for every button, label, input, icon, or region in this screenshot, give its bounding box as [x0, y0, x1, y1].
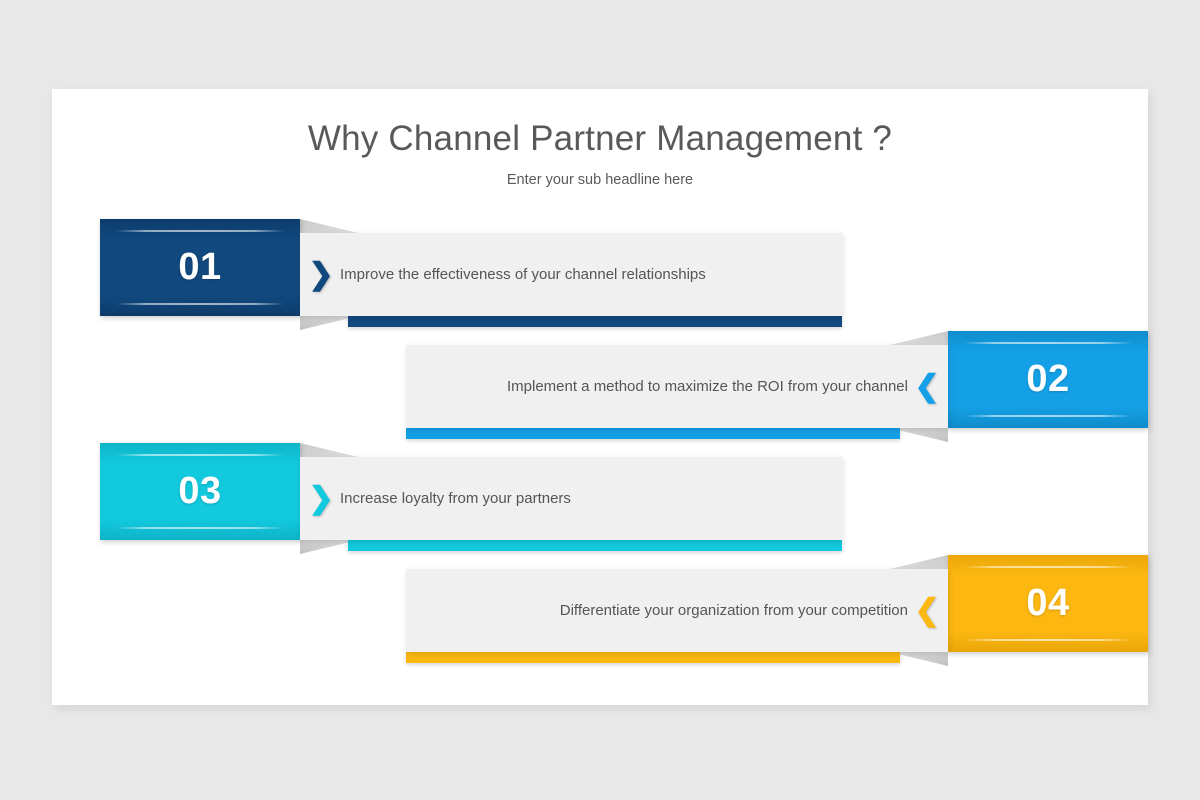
accent-bar: [348, 316, 842, 327]
item-text: Implement a method to maximize the ROI f…: [506, 378, 908, 395]
number-label: 03: [178, 470, 222, 512]
chevron-left-icon: ❮: [914, 593, 940, 627]
chevron-left-icon: ❮: [914, 369, 940, 403]
ribbon-fold-top: [300, 443, 358, 457]
ribbon-fold-top: [890, 331, 948, 345]
accent-bar: [348, 540, 842, 551]
content-panel[interactable]: ❯ Increase loyalty from your partners: [300, 457, 842, 540]
number-label: 01: [178, 246, 222, 288]
item-text: Differentiate your organization from you…: [559, 602, 908, 619]
item-text: Increase loyalty from your partners: [340, 490, 571, 507]
chevron-right-icon: ❯: [308, 481, 334, 515]
gloss-highlight-bottom: [116, 527, 284, 529]
content-panel[interactable]: Implement a method to maximize the ROI f…: [406, 345, 948, 428]
page-subtitle: Enter your sub headline here: [506, 172, 694, 188]
gloss-highlight-bottom: [964, 639, 1132, 641]
accent-bar: [406, 652, 900, 663]
gloss-highlight-top: [116, 454, 284, 456]
accent-bar: [406, 428, 900, 439]
chevron-right-icon: ❯: [308, 257, 334, 291]
ribbon-fold-top: [300, 219, 358, 233]
content-panel[interactable]: ❯ Improve the effectiveness of your chan…: [300, 233, 842, 316]
list-item[interactable]: 01 ❯ Improve the effectiveness of your c…: [100, 219, 890, 331]
gloss-highlight-top: [116, 230, 284, 232]
slide-card: Why Channel Partner Management ? Enter y…: [52, 89, 1148, 705]
number-badge[interactable]: 03: [100, 443, 300, 540]
number-badge[interactable]: 01: [100, 219, 300, 316]
ribbon-fold-top: [890, 555, 948, 569]
list-item[interactable]: 02 Implement a method to maximize the RO…: [358, 331, 1148, 443]
item-text: Improve the effectiveness of your channe…: [340, 266, 706, 283]
gloss-highlight-bottom: [116, 303, 284, 305]
number-label: 02: [1026, 358, 1070, 400]
gloss-highlight-top: [964, 566, 1132, 568]
list-item[interactable]: 03 ❯ Increase loyalty from your partners: [100, 443, 890, 555]
gloss-highlight-top: [964, 342, 1132, 344]
number-badge[interactable]: 04: [948, 555, 1148, 652]
page-title: Why Channel Partner Management ?: [307, 119, 893, 158]
content-panel[interactable]: Differentiate your organization from you…: [406, 569, 948, 652]
list-item[interactable]: 04 Differentiate your organization from …: [358, 555, 1148, 667]
number-label: 04: [1026, 582, 1070, 624]
gloss-highlight-bottom: [964, 415, 1132, 417]
number-badge[interactable]: 02: [948, 331, 1148, 428]
